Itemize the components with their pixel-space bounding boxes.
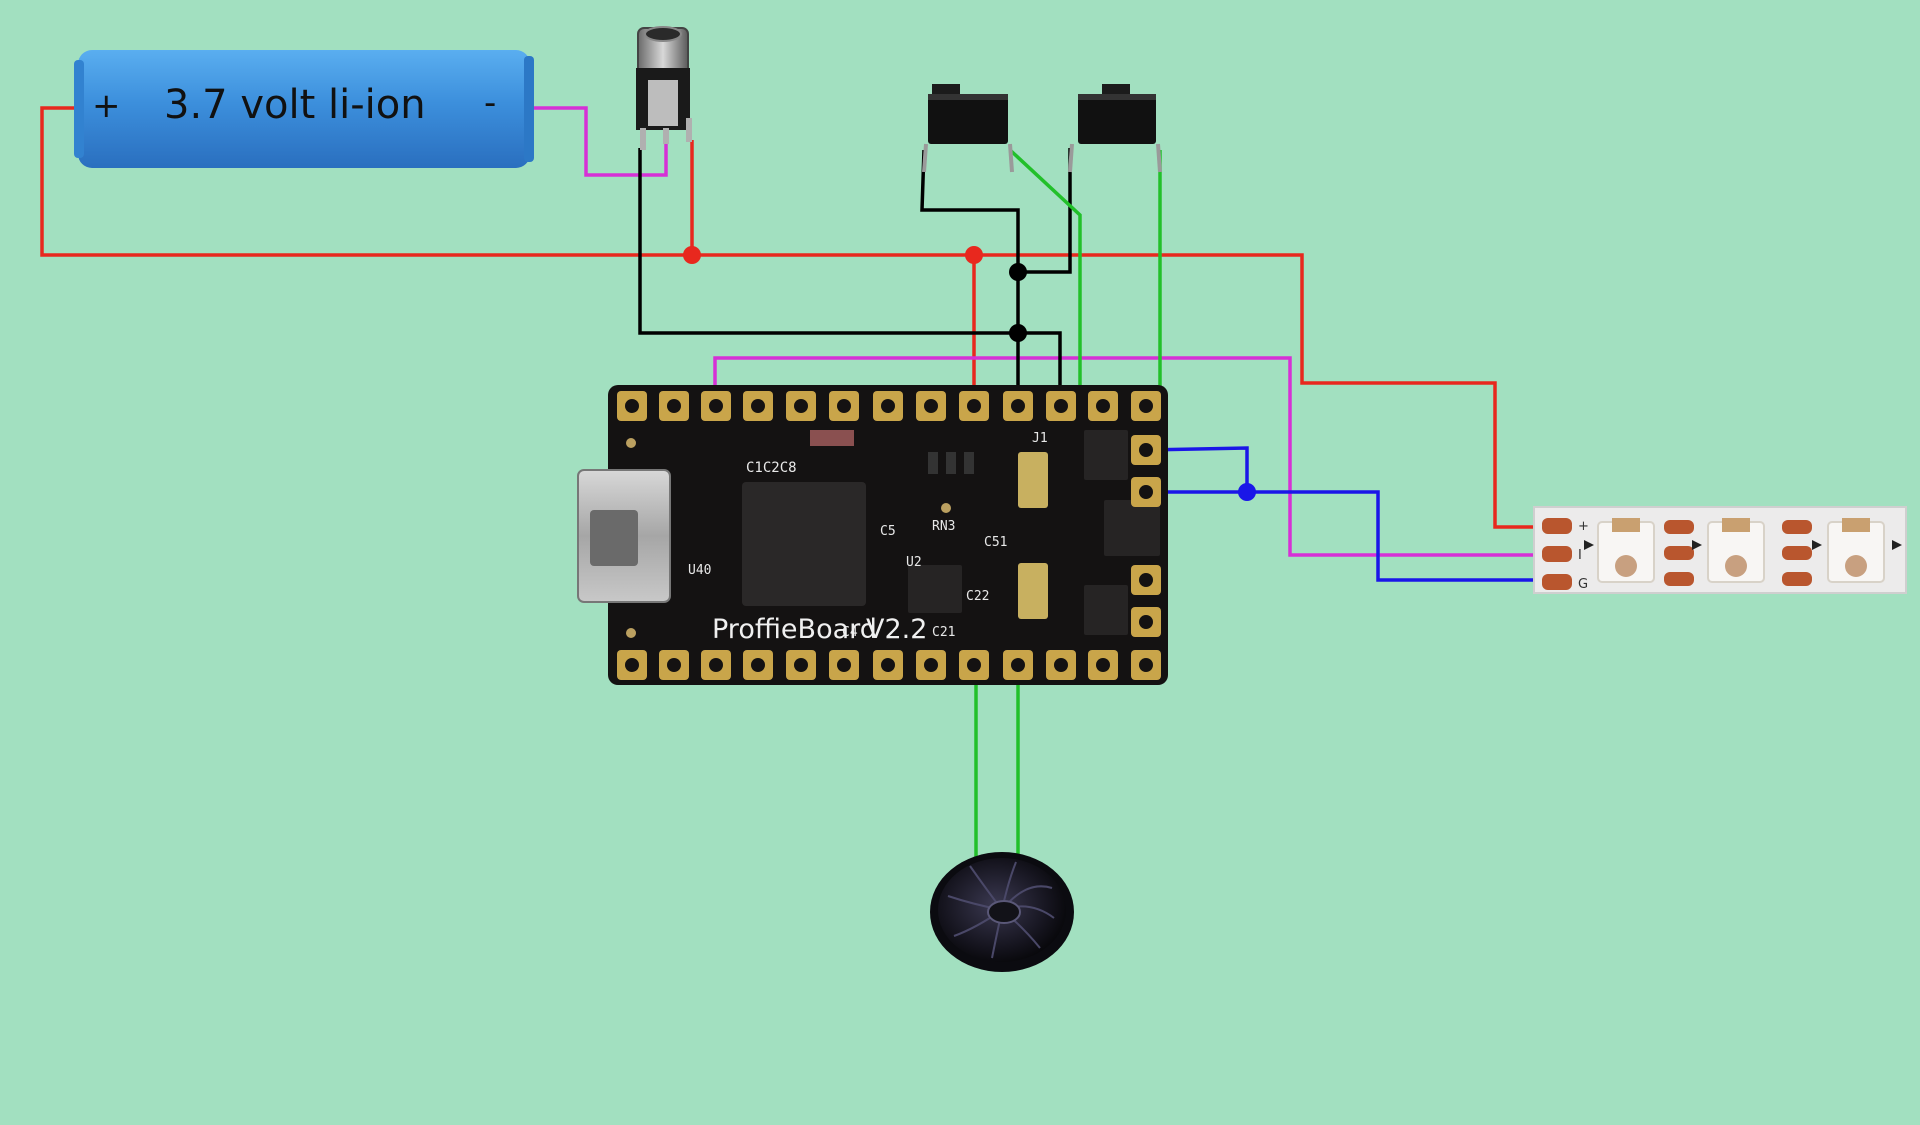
silk-label-c4: C4: [842, 625, 858, 640]
led-pad-label-data: I: [1578, 548, 1582, 563]
junction-black-2: [1009, 324, 1027, 342]
wires: [40, 106, 1562, 858]
led-divider-pads: [1664, 520, 1694, 586]
junction-red-1: [683, 246, 701, 264]
silk-label-c1c2c8: C1C2C8: [746, 460, 797, 476]
led-divider-pads: [1782, 520, 1812, 586]
mcu-chip-icon: [742, 482, 866, 606]
led-pad-label-plus: +: [1578, 519, 1589, 534]
wire-black-switch1: [920, 149, 1020, 406]
silk-label-rn3: RN3: [932, 519, 955, 534]
battery-plus-label: +: [92, 86, 121, 126]
led-pixel: [1597, 518, 1655, 583]
wire-black-jack-ground: [638, 148, 1062, 406]
led-pixel: [1707, 518, 1765, 583]
wire-black-switch2: [1018, 148, 1072, 274]
junctions: [683, 246, 1256, 501]
board-button-1: [1018, 452, 1048, 508]
wire-magenta-data: [713, 356, 1562, 557]
board-name-label: ProffieBoard: [712, 614, 877, 645]
battery-minus-label: -: [484, 83, 496, 123]
junction-red-2: [965, 246, 983, 264]
dc-barrel-jack-icon: [636, 26, 692, 150]
speaker-icon: [930, 852, 1074, 972]
pad-holes: [625, 399, 1153, 672]
led-direction-arrows: [1584, 540, 1902, 550]
silk-label-c22: C22: [966, 589, 989, 604]
tactile-pushbutton-icon: [1068, 84, 1162, 173]
silk-label-c21: C21: [932, 625, 955, 640]
wire-magenta-battery-minus: [528, 106, 668, 177]
board-version-label: V2.2: [866, 614, 927, 645]
chip-5: [1084, 585, 1128, 635]
chip-3: [1104, 500, 1160, 556]
board-button-2: [1018, 563, 1048, 619]
silk-label-j1: J1: [1032, 431, 1048, 446]
silk-label-u2: U2: [906, 555, 922, 570]
addressable-led-strip-icon: + I G: [1533, 506, 1907, 594]
battery-cap-left: [74, 60, 84, 158]
silk-label-c5: C5: [880, 524, 896, 539]
junction-black-1: [1009, 263, 1027, 281]
chip-2: [908, 565, 962, 613]
led-pixel: [1827, 518, 1885, 583]
battery-label: 3.7 volt li-ion: [164, 82, 426, 128]
usb-connector-icon: [577, 469, 671, 603]
wire-blue-led-2: [1146, 490, 1562, 582]
battery: + 3.7 volt li-ion -: [74, 50, 534, 168]
proffieboard: C1C2C8 RN3 C5 J1 U2 C22 C21 C4 U40 C51 P…: [577, 385, 1168, 685]
junction-blue: [1238, 483, 1256, 501]
led-pad-label-ground: G: [1578, 577, 1588, 592]
silk-label-u40: U40: [688, 563, 711, 578]
battery-body: [78, 50, 530, 168]
wire-red-battery-plus: [40, 106, 1562, 529]
wire-blue-led-1: [1145, 446, 1249, 492]
tactile-pushbutton-icon: [922, 84, 1014, 173]
battery-cap-right: [524, 56, 534, 162]
chip-4: [1084, 430, 1128, 480]
wire-green-switch2: [1144, 150, 1162, 408]
silk-label-c51: C51: [984, 535, 1007, 550]
